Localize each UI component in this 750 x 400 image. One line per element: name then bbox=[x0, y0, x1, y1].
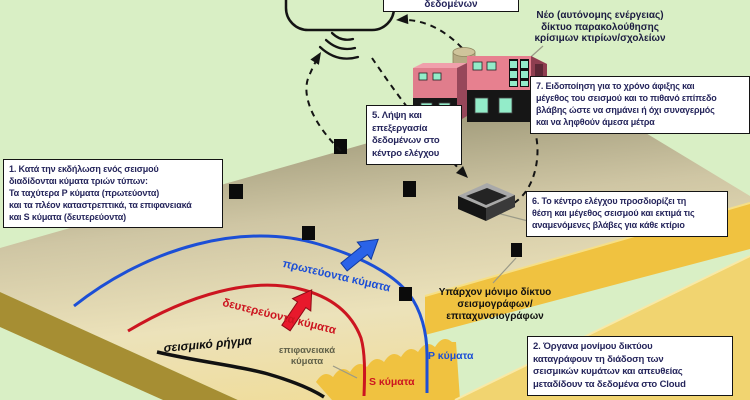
sensor-node bbox=[511, 243, 522, 257]
step-6-line: 6. Το κέντρο ελέγχου προσδιορίζει τη bbox=[532, 196, 687, 206]
surface-waves-line: κύματα bbox=[290, 356, 324, 368]
existing-network-line: Υπάρχον μόνιμο δίκτυο bbox=[438, 287, 552, 298]
new-network-line: κρίσιμων κτιρίων/σχολείων bbox=[534, 33, 666, 44]
step-6-line: αναμενόμενες βλάβες για κάθε κτίριο bbox=[532, 219, 685, 230]
step-5-line: δεδομένων στο bbox=[372, 135, 440, 147]
callout-step-6: 6. Το κέντρο ελέγχου προσδιορίζει τη θέσ… bbox=[526, 191, 728, 237]
step-5-line: κέντρο ελέγχου bbox=[372, 147, 440, 159]
step-7-line: βλάβης ώστε να σημάνει ή όχι συναγερμός bbox=[536, 104, 715, 115]
callout-step-5: 5. Λήψη και επεξεργασία δεδομένων στο κέ… bbox=[366, 105, 462, 166]
cloud-icon bbox=[284, 0, 396, 32]
p-wave-arc bbox=[73, 234, 429, 393]
sensor-node bbox=[229, 184, 243, 199]
step-5-line: επεξεργασία bbox=[372, 122, 428, 134]
label-s-waves: S κύματα bbox=[369, 376, 415, 388]
step-7-line: μέγεθος του σεισμού και το πιθανό επίπεδ… bbox=[536, 92, 717, 103]
sensor-node bbox=[403, 181, 416, 197]
control-center-device-icon bbox=[458, 183, 515, 221]
sensor-node bbox=[302, 226, 315, 240]
ground-left-face bbox=[0, 292, 238, 400]
step-1-line: Τα ταχύτερα P κύματα (πρωτεύοντα) bbox=[9, 187, 160, 198]
label-existing-network: Υπάρχον μόνιμο δίκτυο σεισμογράφων/ επιτ… bbox=[437, 287, 553, 322]
callout-step-1: 1. Κατά την εκδήλωση ενός σεισμού διαδίδ… bbox=[3, 159, 223, 229]
step-7-line: και να ληφθούν άμεσα μέτρα bbox=[536, 116, 655, 127]
existing-network-line: σεισμογράφων/ bbox=[457, 298, 533, 310]
callout-step-7: 7. Ειδοποίηση για το χρόνο άφιξης και μέ… bbox=[530, 76, 750, 134]
cloud-data-box-clipped: δεδομένων bbox=[383, 0, 519, 12]
sensor-node bbox=[399, 287, 412, 301]
label-surface-waves: επιφανειακά κύματα bbox=[272, 345, 342, 368]
step-2-line: καταγράφουν τη διάδοση των bbox=[533, 353, 664, 365]
label-new-network: Νέο (αυτόνομης ενέργειας) δίκτυο παρακολ… bbox=[520, 10, 680, 45]
wifi-signal-icon bbox=[318, 31, 360, 60]
step-1-line: διαδίδονται κύματα τριών τύπων: bbox=[9, 175, 148, 186]
step-5-line: 5. Λήψη και bbox=[372, 110, 422, 121]
step-2-line: 2. Όργανα μονίμου δικτύου bbox=[533, 341, 653, 352]
new-network-line: Νέο (αυτόνομης ενέργειας) bbox=[536, 10, 664, 21]
step-6-line: θέση και μέγεθος σεισμού και εκτιμά τις bbox=[532, 207, 695, 218]
step-1-line: και S κύματα (δευτερεύοντα) bbox=[9, 211, 126, 222]
callout-step-2: 2. Όργανα μονίμου δικτύου καταγράφουν τη… bbox=[527, 336, 733, 397]
cloud-data-box-text: δεδομένων bbox=[424, 0, 478, 10]
sensor-node bbox=[334, 139, 347, 154]
sensor-nodes bbox=[229, 139, 522, 301]
ground-front-face-wavy bbox=[316, 338, 460, 400]
new-network-line: δίκτυο παρακολούθησης bbox=[541, 21, 659, 33]
step-7-line: 7. Ειδοποίηση για το χρόνο άφιξης και bbox=[536, 81, 695, 91]
s-wave-arrow bbox=[281, 289, 313, 332]
p-wave-arrow bbox=[340, 238, 379, 272]
label-p-waves: P κύματα bbox=[428, 350, 474, 362]
s-wave-arc bbox=[127, 283, 367, 397]
fault-line bbox=[156, 350, 325, 399]
step-2-line: σεισμικών κυμάτων και απευθείας bbox=[533, 366, 683, 378]
surface-waves-line: επιφανειακά bbox=[278, 345, 336, 356]
step-1-line: 1. Κατά την εκδήλωση ενός σεισμού bbox=[9, 164, 159, 174]
step-2-line: μεταδίδουν τα δεδομένα στο Cloud bbox=[533, 378, 686, 390]
existing-network-line: επιταχυνσιογράφων bbox=[446, 310, 544, 322]
step-1-line: και τα πλέον καταστρεπτικά, τα επιφανεια… bbox=[9, 199, 192, 210]
